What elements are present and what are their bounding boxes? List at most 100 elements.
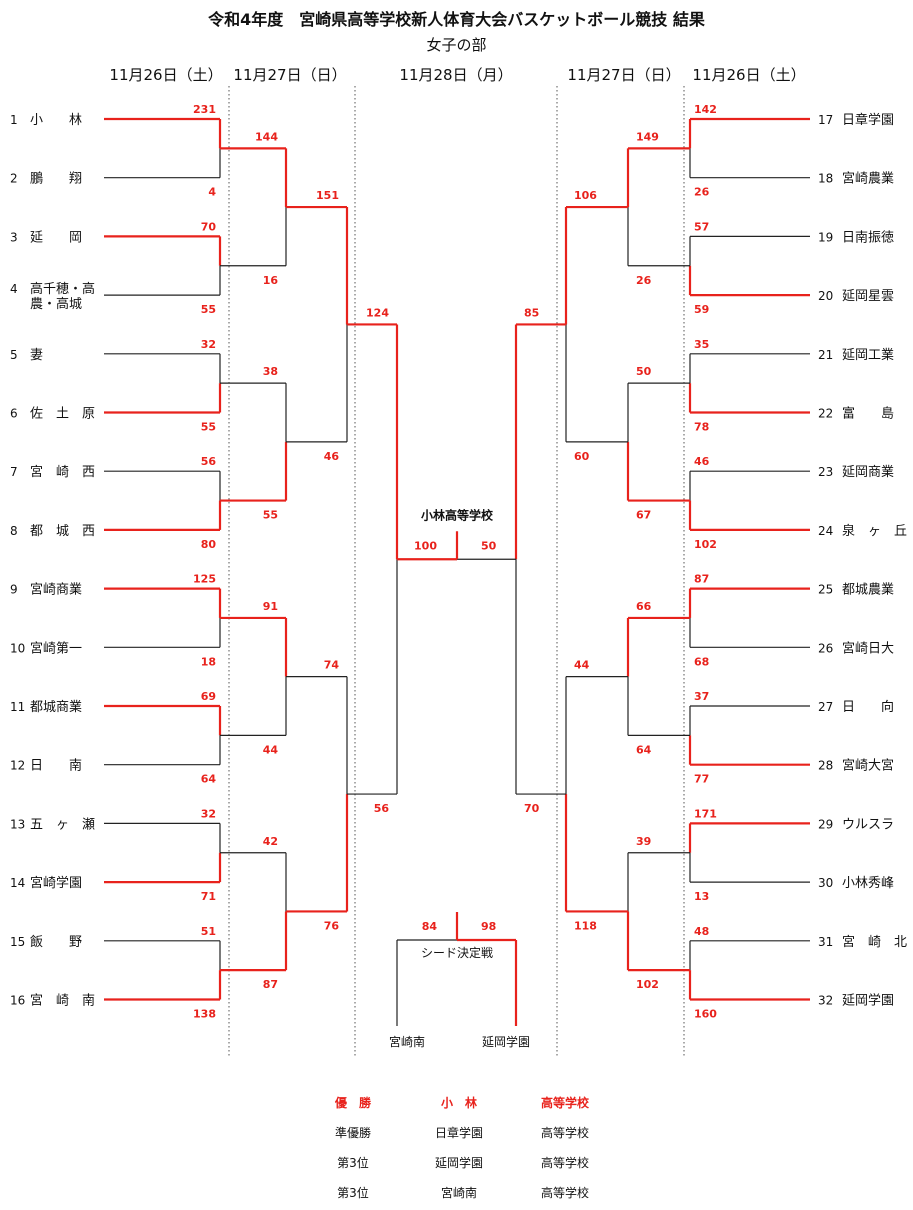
score-label: 149 [636,130,659,143]
score-label: 35 [694,338,709,351]
champion-label: 小林高等学校 [421,507,494,522]
team-number: 17 [818,113,833,127]
score-label: 142 [694,103,717,116]
score-label: 74 [324,659,340,672]
team-name: 延岡工業 [842,347,894,363]
date-left-round1: 11月26日（土） [109,66,223,84]
date-right-round1: 11月26日（土） [692,66,806,84]
team-name: 宮崎学園 [30,875,82,891]
score-label: 44 [574,659,590,672]
score-label: 64 [636,743,652,756]
score-label: 80 [201,538,217,551]
team-number: 13 [10,817,25,831]
score-label: 118 [574,919,597,932]
score-label: 91 [263,600,278,613]
team-name: 妻 [30,348,43,363]
score-label: 46 [324,450,340,463]
team-name: 佐 土 原 [30,407,95,422]
team-number: 3 [10,230,18,244]
seed-team-right: 延岡学園 [482,1034,530,1049]
team-name: 宮崎農業 [842,171,894,187]
team-name: 延岡学園 [842,993,894,1009]
score-label: 102 [694,538,717,551]
score-label: 144 [255,130,278,143]
score-label: 56 [374,802,390,815]
team-name: 日 向 [842,699,894,715]
team-number: 25 [818,583,833,597]
team-number: 5 [10,348,18,362]
team-number: 21 [818,348,833,362]
team-name: 宮 崎 西 [30,464,95,480]
result-team: 日章学園 [434,1126,483,1140]
score-label: 50 [636,365,652,378]
team-number: 4 [10,282,18,296]
team-name: 日章学園 [842,112,894,128]
score-label: 66 [636,600,652,613]
score-label: 70 [201,220,217,233]
result-row-third-a: 第3位 延岡学園 高等学校 [300,1150,620,1180]
team-number: 20 [818,289,833,303]
team-name: 高千穂・高 [30,281,95,297]
team-number: 31 [818,935,833,949]
team-number: 29 [818,817,833,831]
score-label: 151 [316,189,339,202]
team-name: 都 城 西 [30,524,95,539]
result-team: 延岡学園 [434,1156,483,1170]
score-label: 55 [263,509,278,522]
result-row-third-b: 第3位 宮崎南 高等学校 [300,1180,620,1210]
score-label: 68 [694,655,709,668]
score-label: 60 [574,450,590,463]
team-name: 五 ヶ 瀬 [30,817,95,832]
team-name: 小 林 [30,113,82,128]
score-label: 124 [366,306,389,319]
score-label: 160 [694,1008,717,1021]
team-number: 2 [10,172,18,186]
team-name: 延 岡 [30,230,82,245]
score-label: 42 [263,835,278,848]
result-rank: 第3位 [337,1186,369,1200]
result-rank: 優 勝 [334,1096,371,1110]
team-number: 1 [10,113,18,127]
score-label: 77 [694,773,709,786]
result-row-champion: 優 勝 小 林 高等学校 [300,1090,620,1120]
score-label: 39 [636,835,651,848]
score-label: 171 [694,807,717,820]
result-school-type: 高等学校 [540,1186,589,1200]
score-label: 87 [263,978,278,991]
score-label: 56 [201,455,217,468]
final-results-table: 優 勝 小 林 高等学校 準優勝 日章学園 高等学校 第3位 延岡学園 高等学校… [300,1090,620,1210]
team-name: 宮 崎 南 [30,993,95,1009]
seed-match-label: シード決定戦 [421,945,493,960]
team-number: 24 [818,524,833,538]
team-name: 延岡星雲 [842,289,894,304]
score-label: 69 [201,690,216,703]
team-number: 22 [818,407,833,421]
team-number: 30 [818,876,833,890]
score-label: 16 [263,274,279,287]
score-label: 67 [636,509,651,522]
team-name: 都城農業 [842,582,894,598]
result-school-type: 高等学校 [540,1096,589,1110]
score-label: 13 [694,890,709,903]
team-number: 16 [10,994,25,1008]
score-label: 18 [201,655,216,668]
score-label: 48 [694,925,709,938]
score-label: 50 [481,539,497,552]
score-label: 71 [201,890,216,903]
team-number: 7 [10,465,18,479]
score-label: 38 [263,365,278,378]
result-team: 小 林 [440,1096,477,1110]
result-rank: 第3位 [337,1156,369,1170]
date-final: 11月28日（月） [399,66,513,84]
score-label: 37 [694,690,709,703]
team-number: 9 [10,583,18,597]
score-label: 78 [694,421,709,434]
score-label: 138 [193,1008,216,1021]
score-label: 231 [193,103,216,116]
team-name: 鵬 翔 [30,172,82,187]
team-number: 19 [818,230,833,244]
score-label: 26 [636,274,652,287]
score-label: 59 [694,303,709,316]
score-label: 87 [694,573,709,586]
score-label: 32 [201,807,216,820]
